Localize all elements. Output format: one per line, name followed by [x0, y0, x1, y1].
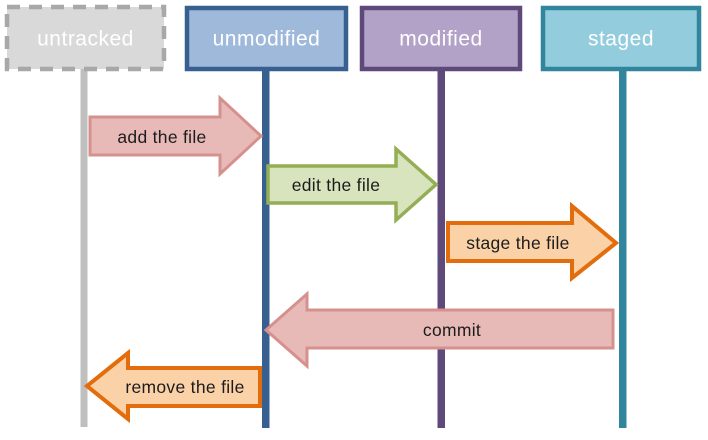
state-box-untracked: untracked — [4, 4, 167, 72]
state-label-staged: staged — [588, 28, 654, 51]
arrow-add-the-file: add the file — [88, 94, 264, 178]
arrow-stage-the-file: stage the file — [446, 201, 620, 283]
state-box-unmodified: unmodified — [184, 5, 349, 72]
state-box-staged: staged — [540, 5, 702, 72]
arrow-label-add-the-file: add the file — [117, 127, 206, 147]
arrow-edit-the-file: edit the file — [266, 145, 439, 224]
lifeline-unmodified — [262, 68, 270, 428]
arrow-commit-shape — [263, 290, 615, 370]
lifeline-modified — [437, 68, 445, 428]
state-box-modified: modified — [359, 5, 523, 72]
arrow-remove-the-file: remove the file — [83, 348, 262, 424]
state-label-unmodified: unmodified — [213, 28, 321, 51]
state-box-unmodified-rect — [184, 5, 349, 72]
arrow-commit: commit — [263, 290, 615, 370]
arrow-remove-the-file-shape — [83, 348, 262, 424]
lifeline-untracked — [80, 68, 88, 427]
lifeline-staged — [619, 68, 627, 428]
arrow-label-stage-the-file: stage the file — [466, 233, 569, 253]
arrow-stage-the-file-shape — [446, 201, 620, 283]
state-boxes: untracked unmodified modified staged — [4, 4, 702, 72]
transition-arrows: add the file edit the file stage the fil… — [83, 94, 620, 424]
arrow-label-remove-the-file: remove the file — [125, 377, 244, 397]
lifelines — [80, 68, 627, 428]
state-box-untracked-rect — [4, 4, 167, 72]
arrow-label-edit-the-file: edit the file — [292, 175, 381, 195]
arrow-add-the-file-shape — [88, 94, 264, 178]
state-label-untracked: untracked — [37, 28, 134, 51]
state-box-staged-rect — [540, 5, 702, 72]
arrow-label-commit: commit — [423, 320, 481, 340]
state-label-modified: modified — [399, 28, 482, 51]
state-box-modified-rect — [359, 5, 523, 72]
arrow-edit-the-file-shape — [266, 145, 439, 224]
